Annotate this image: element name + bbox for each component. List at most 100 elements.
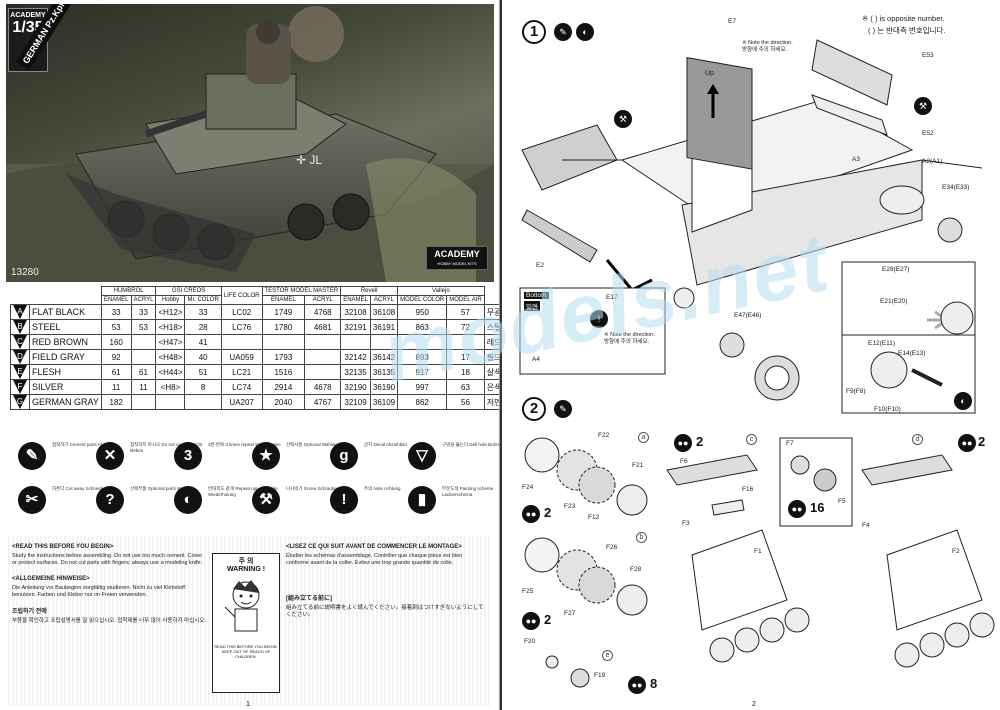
part-label: E12(E11)	[868, 340, 895, 347]
legend-symbol-icon: ★	[252, 442, 280, 470]
legend-symbol-icon: ?	[96, 486, 124, 514]
legend-symbol-icon: ✎	[18, 442, 46, 470]
color-code: 32108	[340, 304, 371, 320]
color-code: <H48>	[155, 349, 186, 365]
part-label: F23	[564, 503, 576, 510]
color-code: 57	[446, 304, 485, 320]
legend-symbol-icon: g	[330, 442, 358, 470]
page-number: 2	[752, 701, 756, 708]
color-code	[184, 394, 222, 410]
sub-header: MODEL COLOR	[397, 295, 448, 305]
color-code: LC76	[220, 319, 263, 335]
color-code: 33	[184, 304, 222, 320]
legend-text: 3번 반복 3 times repeat Wiederholen	[208, 442, 281, 447]
brand-header: LIFE COLOR	[220, 286, 263, 305]
sub-header: ACRYL	[369, 295, 399, 305]
part-count-icon: ●●	[788, 500, 806, 518]
color-code: 182	[100, 394, 132, 410]
color-code: 53	[100, 319, 132, 335]
part-label: F19	[594, 672, 606, 679]
part-count-icon: ●●	[958, 434, 976, 452]
color-code: 4768	[304, 304, 342, 320]
color-code: 18	[446, 364, 485, 380]
color-code: 950	[397, 304, 448, 320]
color-key: F	[10, 379, 30, 395]
color-key-icon: G	[13, 395, 27, 409]
color-key: B	[10, 319, 30, 335]
color-code	[304, 334, 342, 350]
legend-text: 글자 Decal Abziehbild	[364, 442, 407, 447]
direction-note: ※ Note the direction. 방향에 주의 하세요.	[604, 332, 655, 346]
color-key: E	[10, 364, 30, 380]
color-code: <H18>	[155, 319, 186, 335]
direction-note-en: ※ Note the direction.	[742, 40, 793, 46]
color-code: 36190	[369, 379, 399, 395]
part-label: F24	[522, 484, 534, 491]
color-code: 36142	[369, 349, 399, 365]
sub-header: ACRYL	[130, 295, 157, 305]
sub-header: Hobby	[155, 295, 186, 305]
color-name: RED BROWN	[29, 334, 102, 350]
color-code	[304, 349, 342, 365]
color-code: 32191	[340, 319, 371, 335]
color-name-korean: 스틸	[483, 319, 499, 335]
part-label: F28	[630, 566, 642, 573]
part-count-icon: ●●	[522, 505, 540, 523]
legend-item: ?선택부품 Optional parts Wahlteile	[92, 482, 210, 522]
right-page: ※ ( ) is opposite number. ( ) 는 반대측 번호입니…	[502, 0, 1000, 710]
brand-header: Vallejo	[397, 286, 485, 296]
legend-symbol-icon: ◐	[174, 486, 202, 514]
color-code: 36108	[369, 304, 399, 320]
color-code: UA207	[220, 394, 263, 410]
color-key-icon: D	[13, 350, 27, 364]
color-code: 61	[100, 364, 132, 380]
part-label: F10(F10)	[874, 406, 901, 413]
brand-header: Revell	[340, 286, 399, 296]
color-code: 28	[184, 319, 222, 335]
color-code: 40	[184, 349, 222, 365]
color-code: LC02	[220, 304, 263, 320]
color-code: 893	[397, 349, 448, 365]
color-key-icon: F	[13, 380, 27, 394]
logo-sub: HOBBY MODEL KITS	[437, 261, 477, 266]
color-name: FLESH	[29, 364, 102, 380]
step-1-number: 1	[522, 20, 546, 44]
legend-item: ▮부분도색 Painting scheme Lackierschema	[404, 482, 499, 522]
warning-box-subtitle: WARNING !	[226, 566, 266, 573]
color-code: 36191	[369, 319, 399, 335]
quantity: 2	[696, 434, 704, 449]
part-label: F25	[522, 588, 534, 595]
color-code: 51	[184, 364, 222, 380]
sub-assembly-c: c	[746, 434, 757, 445]
brand-header: TESTOR MODEL MASTER	[261, 286, 342, 296]
color-key-icon: A	[13, 305, 27, 319]
color-code	[446, 334, 485, 350]
warning-text: 부품을 확인하고 조립설명서를 잘 읽으십시오. 접착제를 너무 많이 사용하지…	[12, 617, 206, 624]
legend-symbol-icon: ▮	[408, 486, 436, 514]
legend-symbol-icon: ▽	[408, 442, 436, 470]
warning-heading: <LISEZ CE QUI SUIT AVANT DE COMMENCER LE…	[286, 544, 462, 550]
legend-item: ▽구멍을 뚫는다 Drill hole Bohren	[404, 438, 499, 478]
color-name: GERMAN GRAY	[29, 394, 102, 410]
color-code: 36109	[369, 394, 399, 410]
color-key-icon: C	[13, 335, 27, 349]
part-label: E2	[536, 262, 544, 269]
quantity: 2	[978, 434, 986, 449]
part-label: E7	[728, 18, 736, 25]
part-label: E53	[922, 52, 934, 59]
color-table: HUMBROL GSI CREOS LIFE COLOR TESTOR MODE…	[10, 286, 499, 410]
legend-item: ✎접착하기 Cement parts Kleben	[14, 438, 132, 478]
color-code	[220, 334, 263, 350]
part-label: F22	[598, 432, 610, 439]
sub-header: ACRYL	[304, 295, 342, 305]
brand-header: HUMBROL	[100, 286, 157, 296]
legend-text: 접착하지 마시오 Do not cement Nicht kleben	[130, 442, 203, 453]
direction-note-ko: 방향에 주의 하세요.	[604, 339, 650, 345]
sub-assembly-d: d	[912, 434, 923, 445]
color-code: 160	[100, 334, 132, 350]
color-name-korean: 필드 그레이	[483, 349, 499, 365]
